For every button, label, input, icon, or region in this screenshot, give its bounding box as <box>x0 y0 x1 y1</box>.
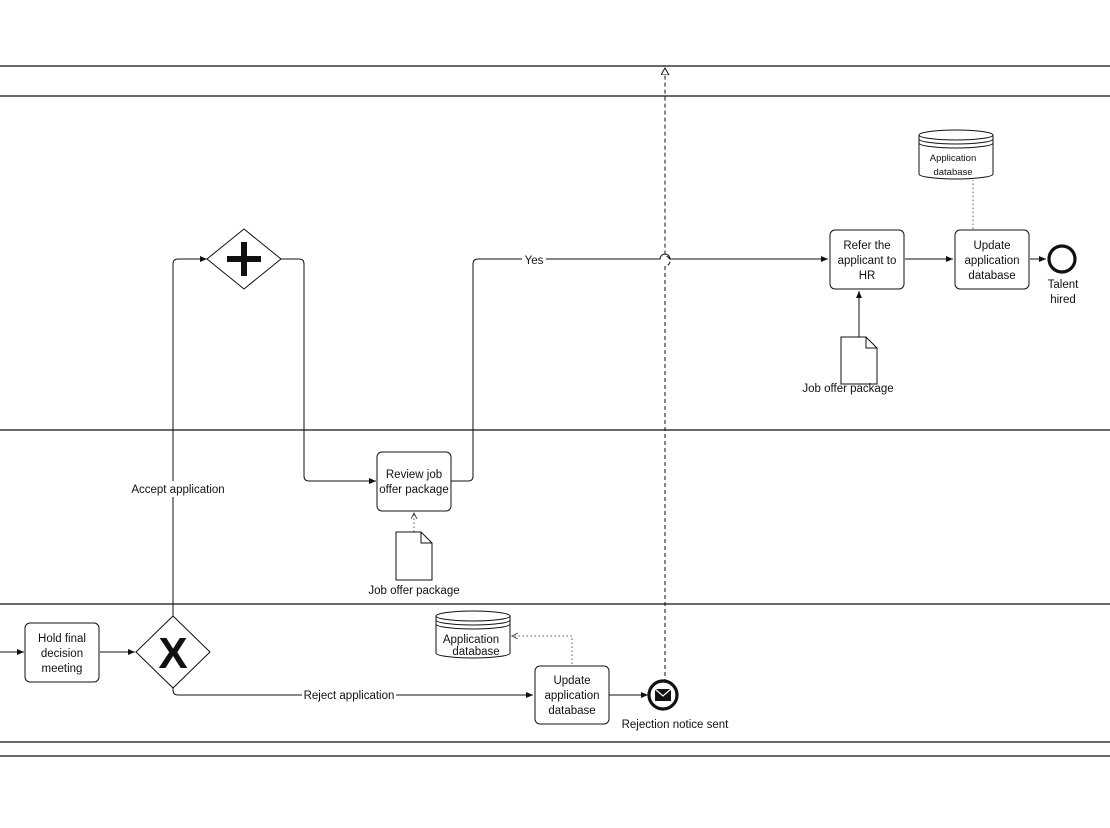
event-label: Talent <box>1048 279 1079 291</box>
sequence-flows <box>0 253 1046 698</box>
data-object-offer-mid[interactable]: Job offer package <box>368 531 460 597</box>
accept-label: Accept application <box>131 484 224 496</box>
reject-label: Reject application <box>304 690 395 702</box>
plus-icon <box>227 242 261 276</box>
data-store-label: database <box>933 167 972 178</box>
task-label: Refer the <box>843 240 890 252</box>
task-label: application <box>965 255 1020 267</box>
task-label: HR <box>859 270 876 282</box>
event-label: Rejection notice sent <box>622 719 730 731</box>
task-hold-meeting[interactable]: Hold final decision meeting <box>24 622 100 683</box>
data-store-bottom[interactable]: Application database <box>435 610 511 659</box>
parallel-gateway[interactable] <box>206 228 282 290</box>
task-label: offer package <box>379 484 448 496</box>
data-object-offer-top[interactable]: Job offer package <box>802 336 894 395</box>
task-update-db-hr[interactable]: Update application database <box>954 229 1030 290</box>
task-label: Hold final <box>38 633 86 645</box>
envelope-icon <box>654 688 672 701</box>
task-label: decision <box>41 648 83 660</box>
data-store-top[interactable]: Application database <box>918 129 994 180</box>
flow-label-accept: Accept application <box>130 481 226 497</box>
task-label: meeting <box>42 663 83 675</box>
task-label: database <box>548 705 595 717</box>
end-event-talent-hired[interactable]: Talent hired <box>1047 244 1079 306</box>
exclusive-gateway[interactable]: X <box>135 615 211 689</box>
data-store-label: database <box>452 646 499 658</box>
exclusive-gateway-icon: X <box>158 629 187 678</box>
task-update-db-reject[interactable]: Update application database <box>534 665 610 725</box>
task-label: Review job <box>386 469 442 481</box>
task-review-offer[interactable]: Review job offer package <box>376 451 452 512</box>
task-label: Update <box>973 240 1010 252</box>
task-label: Update <box>553 675 590 687</box>
yes-label: Yes <box>525 255 544 267</box>
message-flow <box>663 68 671 686</box>
task-label: database <box>968 270 1015 282</box>
end-event-rejection-sent[interactable]: Rejection notice sent <box>622 679 730 731</box>
task-label: applicant to <box>838 255 897 267</box>
data-object-label: Job offer package <box>368 585 459 597</box>
event-label: hired <box>1050 294 1076 306</box>
flow-label-yes: Yes <box>522 252 546 267</box>
associations <box>414 180 974 664</box>
data-store-label: Application <box>443 634 499 646</box>
data-store-label: Application <box>930 153 976 164</box>
data-object-label: Job offer package <box>802 383 893 395</box>
task-label: application <box>545 690 600 702</box>
task-refer-hr[interactable]: Refer the applicant to HR <box>829 229 905 290</box>
flow-label-reject: Reject application <box>302 688 396 703</box>
lane-borders <box>0 65 1110 757</box>
